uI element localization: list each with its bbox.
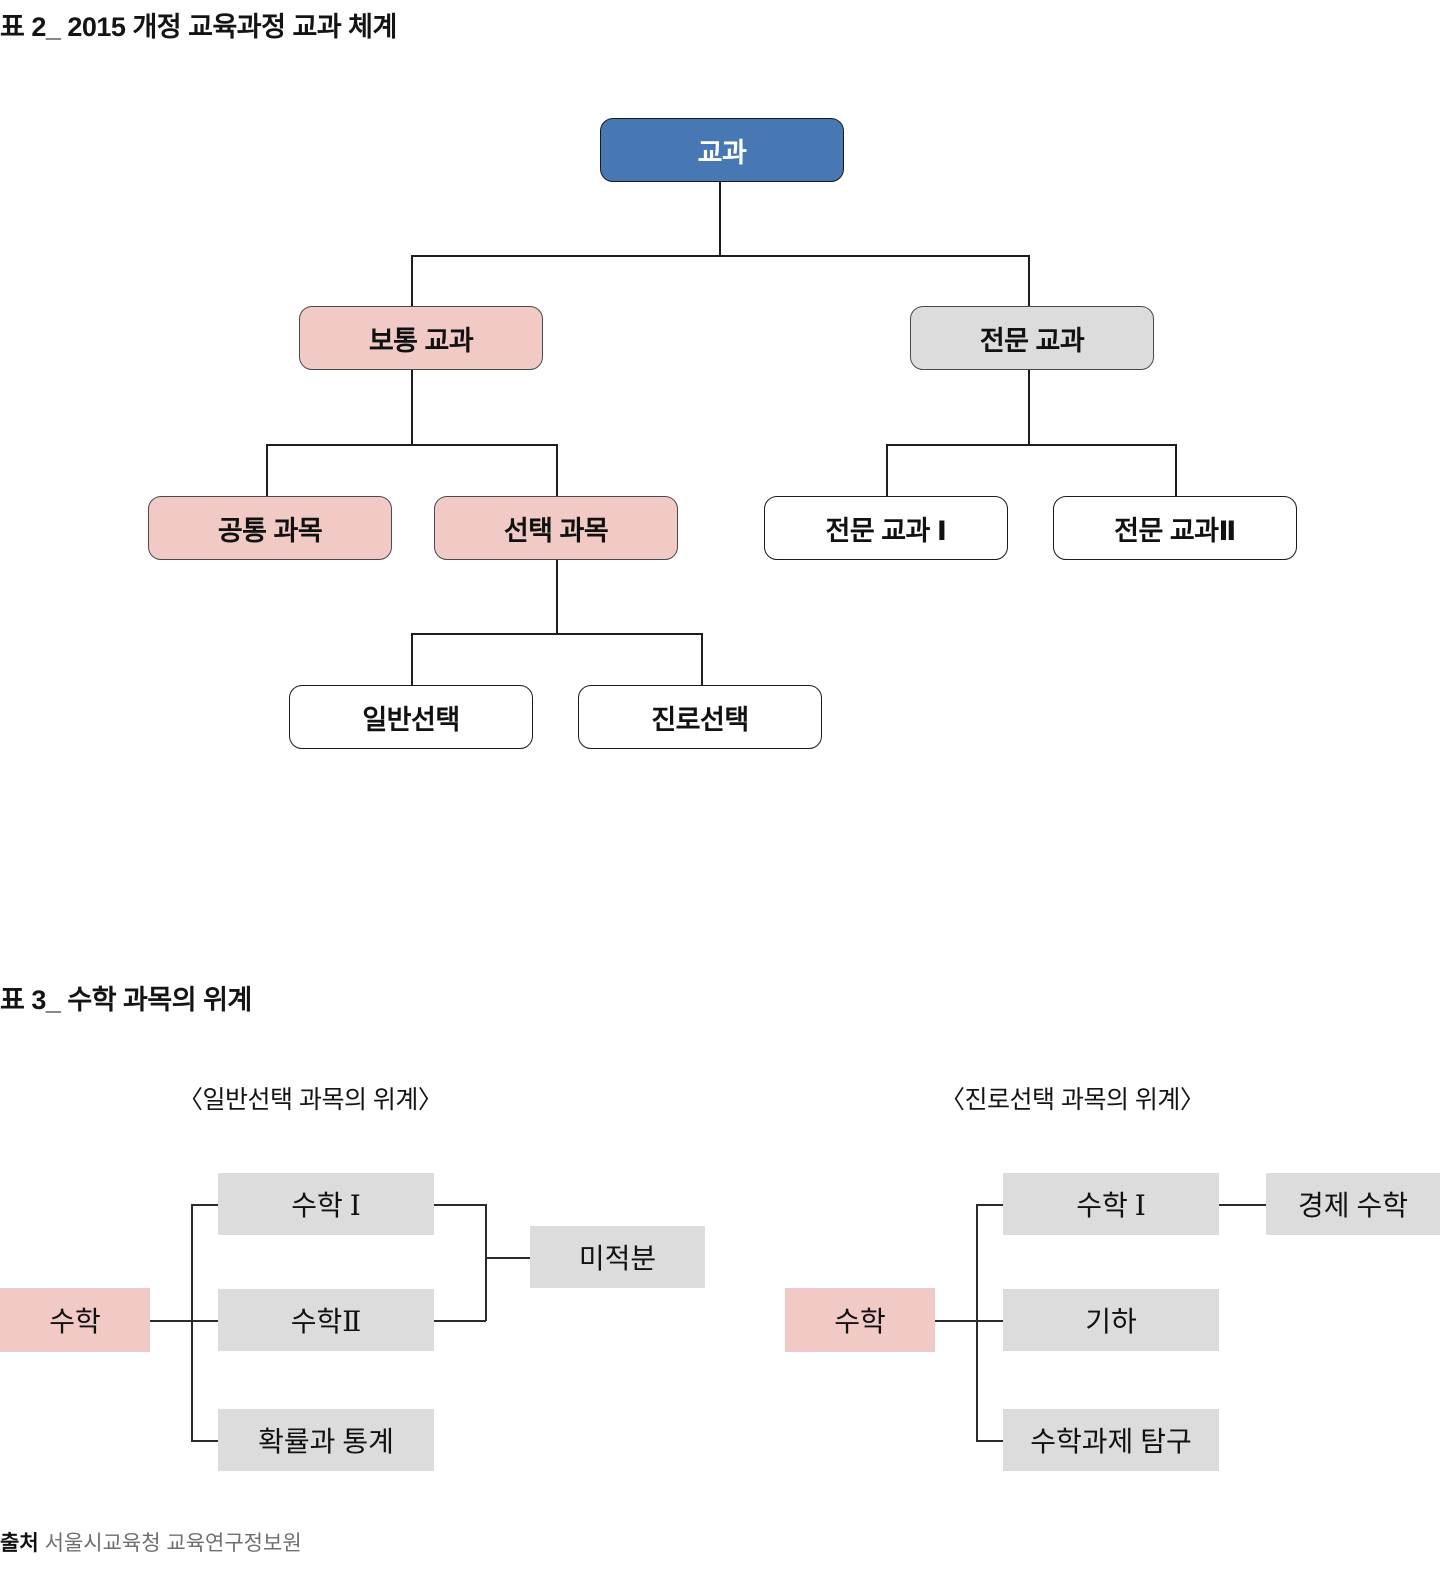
org-node-seontaek-gwamok[interactable]: 선택 과목	[434, 496, 678, 560]
connector-to-gongtong	[266, 444, 268, 497]
hier-right-box-gyeongje-suhak[interactable]: 경제 수학	[1266, 1173, 1440, 1235]
hier-left-branch-stats	[191, 1440, 218, 1442]
hier-left-merge-bottom	[434, 1320, 486, 1322]
org-node-jeonmun-gyogwa-2[interactable]: 전문 교과Ⅱ	[1053, 496, 1297, 560]
connector-level2-right-bus	[886, 444, 1176, 446]
hier-right-vertical-bus	[976, 1204, 978, 1441]
hier-box-label: 수학	[49, 1307, 101, 1338]
hier-box-label: 수학 Ⅰ	[291, 1191, 361, 1222]
org-node-label: 공통 과목	[217, 515, 323, 546]
hier-right-branch-giha	[976, 1320, 1003, 1322]
connector-level1-bus	[411, 255, 1029, 257]
hier-left-branch-math1	[191, 1204, 218, 1206]
table2-title: 표 2_ 2015 개정 교육과정 교과 체계	[0, 12, 397, 42]
connector-to-bothong	[411, 255, 413, 307]
org-node-label: 선택 과목	[503, 515, 609, 546]
hier-box-label: 확률과 통계	[258, 1427, 394, 1458]
hier-right-box-suhak-1[interactable]: 수학 Ⅰ	[1003, 1173, 1219, 1235]
org-node-gongtong-gwamok[interactable]: 공통 과목	[148, 496, 392, 560]
connector-to-seontaek	[556, 444, 558, 497]
hier-left-vertical-bus	[191, 1204, 193, 1441]
hier-box-label: 기하	[1085, 1307, 1137, 1338]
hier-left-box-suhak-2[interactable]: 수학Ⅱ	[218, 1289, 434, 1351]
table3-title: 표 3_ 수학 과목의 위계	[0, 985, 252, 1015]
org-node-label: 일반선택	[362, 704, 460, 735]
hier-right-box-suhak-gwaje-tamgu[interactable]: 수학과제 탐구	[1003, 1409, 1219, 1471]
hier-box-label: 경제 수학	[1297, 1191, 1409, 1222]
hierarchy-caption-career: 〈진로선택 과목의 위계〉	[940, 1086, 1205, 1114]
connector-jeonmun-down	[1028, 370, 1030, 445]
hier-left-root-suhak[interactable]: 수학	[0, 1288, 150, 1352]
org-node-label: 전문 교과Ⅱ	[1114, 515, 1236, 546]
org-node-bothong-gyogwa[interactable]: 보통 교과	[299, 306, 543, 370]
org-node-label: 전문 교과 Ⅰ	[825, 515, 947, 546]
hier-right-branch-math1	[976, 1204, 1003, 1206]
org-node-jinro-seontaek[interactable]: 진로선택	[578, 685, 822, 749]
hier-right-box-giha[interactable]: 기하	[1003, 1289, 1219, 1351]
connector-bothong-down	[411, 370, 413, 445]
hier-left-box-mijeokbun[interactable]: 미적분	[530, 1226, 705, 1288]
source-text: 서울시교육청 교육연구정보원	[44, 1532, 302, 1555]
hier-left-box-suhak-1[interactable]: 수학 Ⅰ	[218, 1173, 434, 1235]
hier-right-extension-line	[1219, 1204, 1266, 1206]
hier-box-label: 수학Ⅱ	[290, 1307, 362, 1338]
connector-to-jinro	[701, 633, 703, 686]
org-node-label: 보통 교과	[368, 325, 474, 356]
org-node-gyogwa[interactable]: 교과	[600, 118, 844, 182]
hier-left-root-stem	[150, 1320, 192, 1322]
connector-to-jeonmun	[1028, 255, 1030, 307]
org-node-label: 진로선택	[651, 704, 749, 735]
org-node-ilban-seontaek[interactable]: 일반선택	[289, 685, 533, 749]
hier-right-branch-tamgu	[976, 1440, 1003, 1442]
connector-level3-bus	[411, 633, 702, 635]
hier-box-label: 수학 Ⅰ	[1076, 1191, 1146, 1222]
hier-left-merge-vertical	[485, 1204, 487, 1321]
org-node-jeonmun-gyogwa[interactable]: 전문 교과	[910, 306, 1154, 370]
connector-seontaek-down	[556, 559, 558, 634]
source-label: 출처	[0, 1532, 39, 1555]
connector-to-ilban	[411, 633, 413, 686]
org-node-label: 교과	[697, 137, 747, 168]
connector-to-jeonmun1	[886, 444, 888, 497]
hier-left-merge-top	[434, 1204, 486, 1206]
hier-left-merge-stem	[485, 1257, 530, 1259]
connector-root-down	[719, 182, 721, 256]
hier-left-branch-math2	[191, 1320, 218, 1322]
hier-right-root-suhak[interactable]: 수학	[785, 1288, 935, 1352]
hier-box-label: 수학과제 탐구	[1030, 1427, 1192, 1458]
hier-box-label: 수학	[834, 1307, 886, 1338]
hier-left-box-hwangnyul[interactable]: 확률과 통계	[218, 1409, 434, 1471]
hier-box-label: 미적분	[578, 1244, 657, 1275]
connector-to-jeonmun2	[1175, 444, 1177, 497]
hierarchy-caption-general: 〈일반선택 과목의 위계〉	[178, 1086, 443, 1114]
connector-level2-left-bus	[266, 444, 557, 446]
org-node-label: 전문 교과	[979, 325, 1085, 356]
org-node-jeonmun-gyogwa-1[interactable]: 전문 교과 Ⅰ	[764, 496, 1008, 560]
hier-right-root-stem	[935, 1320, 977, 1322]
